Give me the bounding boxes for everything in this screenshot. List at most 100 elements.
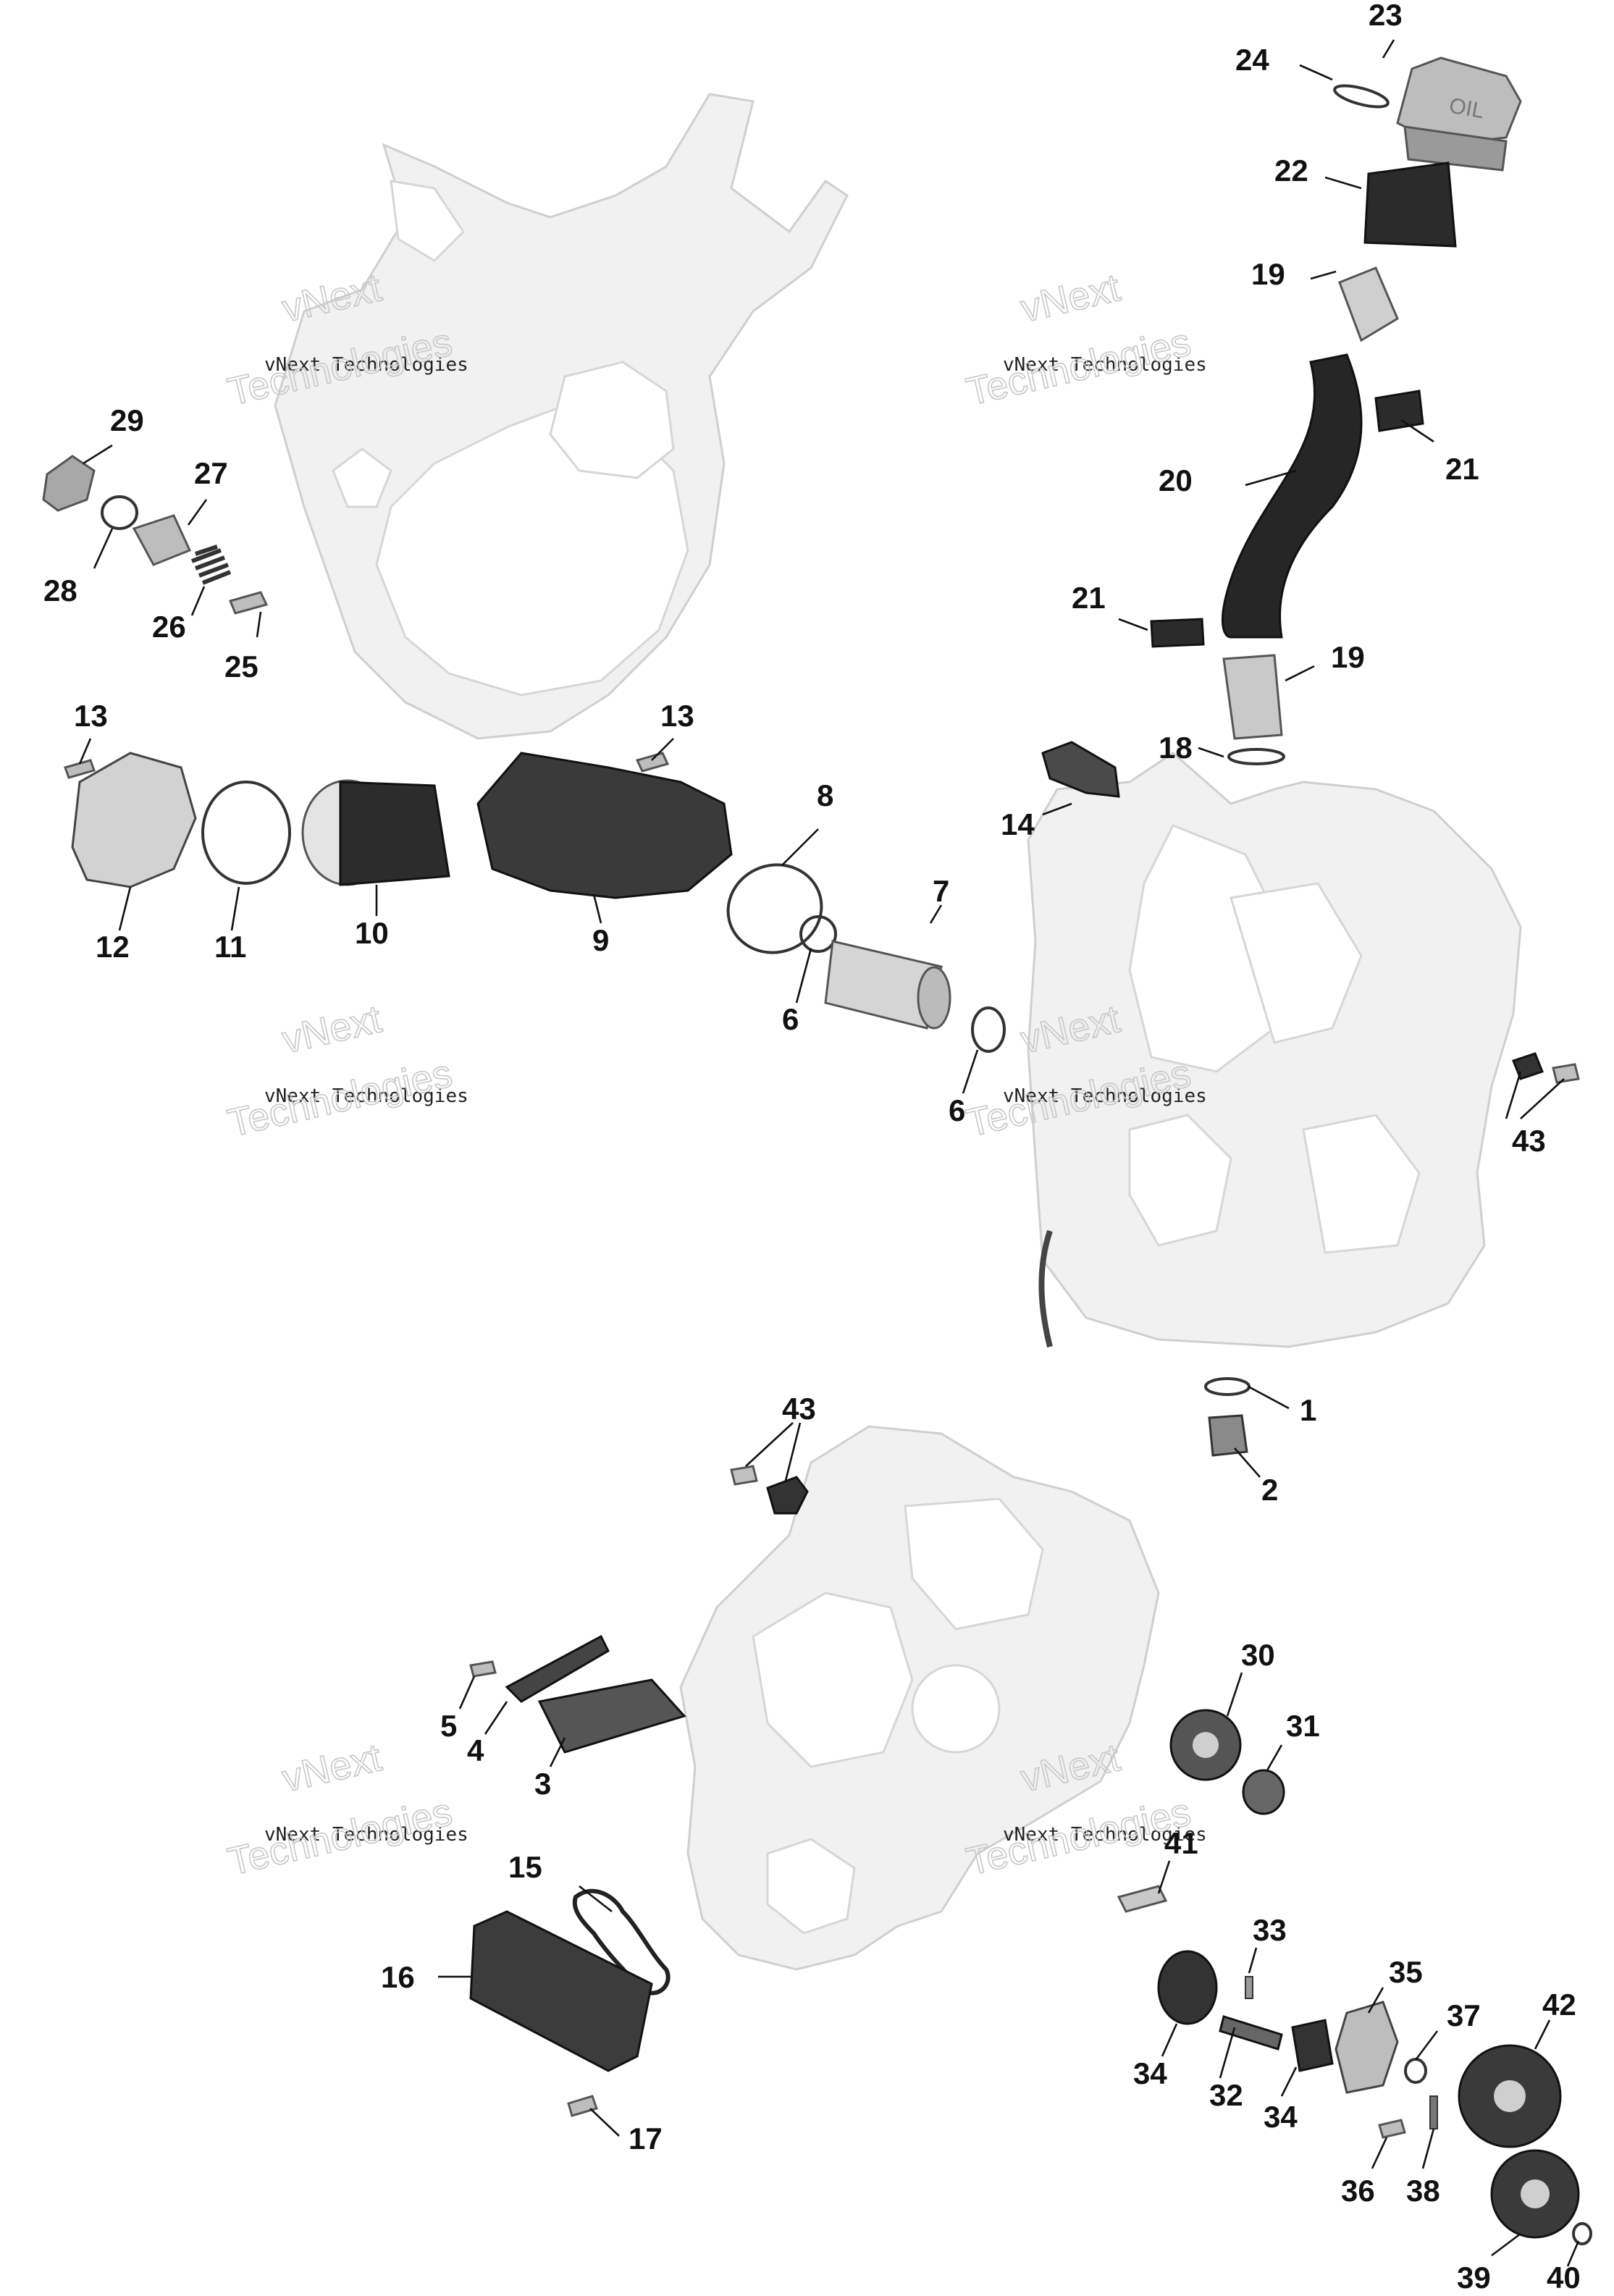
part-34-rotor-outer [1157,1950,1218,2025]
part-36-screw [1378,2119,1406,2139]
part-40-circlip [1572,2222,1592,2245]
callout-21b: 21 [1072,581,1106,615]
callout-33: 33 [1253,1913,1287,1947]
part-29-plug [42,455,96,512]
part-2-drain-plug [1208,1414,1248,1457]
callout-28: 28 [43,573,77,607]
part-1-o-ring [1204,1377,1251,1396]
part-28-o-ring [101,495,138,530]
svg-text:vNext: vNext [278,997,385,1062]
part-42-gear [1458,2044,1562,2148]
callout-26: 26 [152,610,186,644]
part-10-oil-filter [301,779,450,886]
callout-1: 1 [1300,1393,1316,1427]
part-19-hose-fitting-upper [1338,266,1399,342]
watermark-mid-left: vNext Technologies vNext Technologies [223,996,468,1145]
callout-35: 35 [1389,1955,1423,1989]
part-5-screw [469,1660,497,1678]
part-17-screw [567,2095,598,2117]
callout-37: 37 [1447,1998,1481,2032]
part-32-pump-shaft [1219,2015,1283,2051]
callout-13a: 13 [74,699,108,733]
part-30-gear [1169,1709,1242,1781]
part-15-gasket [572,1888,671,1996]
part-26-spring [190,544,232,585]
callout-9: 9 [592,923,609,957]
callout-12: 12 [96,930,130,964]
callout-19a: 19 [1251,257,1285,291]
part-20-breather-hose [1221,353,1363,639]
part-39-gear [1490,2149,1580,2239]
callout-41: 41 [1164,1826,1198,1860]
crankcase-left-half-ghost [679,1425,1160,1971]
part-41-pin [1117,1885,1168,1913]
callout-10: 10 [355,916,389,950]
callout-15: 15 [508,1850,542,1884]
part-4-retainer-bracket [505,1634,610,1703]
callout-42: 42 [1542,1988,1576,2022]
part-7-tube [824,940,951,1030]
callout-3: 3 [534,1767,551,1801]
svg-text:Technologies: Technologies [962,320,1195,413]
callout-43a: 43 [1512,1124,1546,1158]
part-23-oil-filler-cap: OIL [1396,56,1522,172]
part-11-o-ring [201,781,291,885]
part-21-clamp-lower [1150,618,1205,648]
callout-29: 29 [110,403,144,437]
part-24-o-ring [1333,84,1390,109]
part-33-pin [1245,1976,1253,1999]
callout-6b: 6 [949,1093,965,1127]
svg-text:Technologies: Technologies [224,1051,456,1145]
svg-text:Technologies: Technologies [224,1790,456,1883]
callout-39: 39 [1457,2261,1491,2295]
part-43-bracket-left [730,1465,809,1515]
crankcase-right-half-ghost [1027,752,1522,1348]
svg-text:vNext Technologies: vNext Technologies [264,1824,468,1846]
part-13-screw-right [635,752,670,773]
part-6-o-ring-right [971,1006,1006,1053]
callout-23: 23 [1369,0,1403,32]
part-16-oil-cooler [469,1910,653,2072]
part-6-o-ring-left [799,915,837,953]
callout-43b: 43 [782,1392,816,1426]
callout-21a: 21 [1445,452,1479,486]
callout-20: 20 [1159,463,1193,497]
part-38-pin [1429,2095,1438,2129]
part-27-piston [132,514,192,566]
callout-36: 36 [1341,2174,1375,2208]
callout-14: 14 [1001,807,1035,841]
callout-27: 27 [194,456,228,490]
callout-labels: 1 2 3 4 5 6 6 7 8 9 10 11 12 13 13 14 15… [43,0,1581,2295]
svg-text:vNext: vNext [1017,266,1124,331]
callout-25: 25 [224,649,259,684]
callout-7: 7 [933,874,949,908]
callout-6a: 6 [782,1002,799,1036]
part-35-pump-cover [1335,2001,1399,2094]
svg-text:vNext Technologies: vNext Technologies [1003,354,1207,376]
callout-32: 32 [1209,2078,1243,2112]
part-25-screw [228,591,269,615]
callout-5: 5 [440,1709,457,1743]
part-8-o-ring [726,863,823,954]
part-34-rotor-inner [1291,2019,1334,2072]
callout-11: 11 [214,930,246,964]
part-31-bearing [1242,1769,1285,1815]
part-13-screw-left [64,759,96,779]
callout-19b: 19 [1331,640,1365,674]
part-21-clamp-upper [1374,390,1424,432]
callout-2: 2 [1261,1473,1278,1507]
callout-8: 8 [817,778,833,812]
callout-4: 4 [467,1733,484,1767]
callout-30: 30 [1241,1638,1275,1672]
callout-22: 22 [1274,154,1308,188]
part-37-washer [1404,2058,1427,2084]
part-18-o-ring [1227,748,1285,765]
part-43-bracket-right [1512,1052,1580,1084]
callout-24: 24 [1235,43,1269,77]
svg-text:vNext Technologies: vNext Technologies [1003,1085,1207,1107]
callout-34b: 34 [1264,2100,1298,2134]
callout-16: 16 [381,1960,415,1994]
part-19-hose-fitting-lower [1222,654,1283,740]
watermark-top-right: vNext Technologies vNext Technologies [962,265,1207,414]
